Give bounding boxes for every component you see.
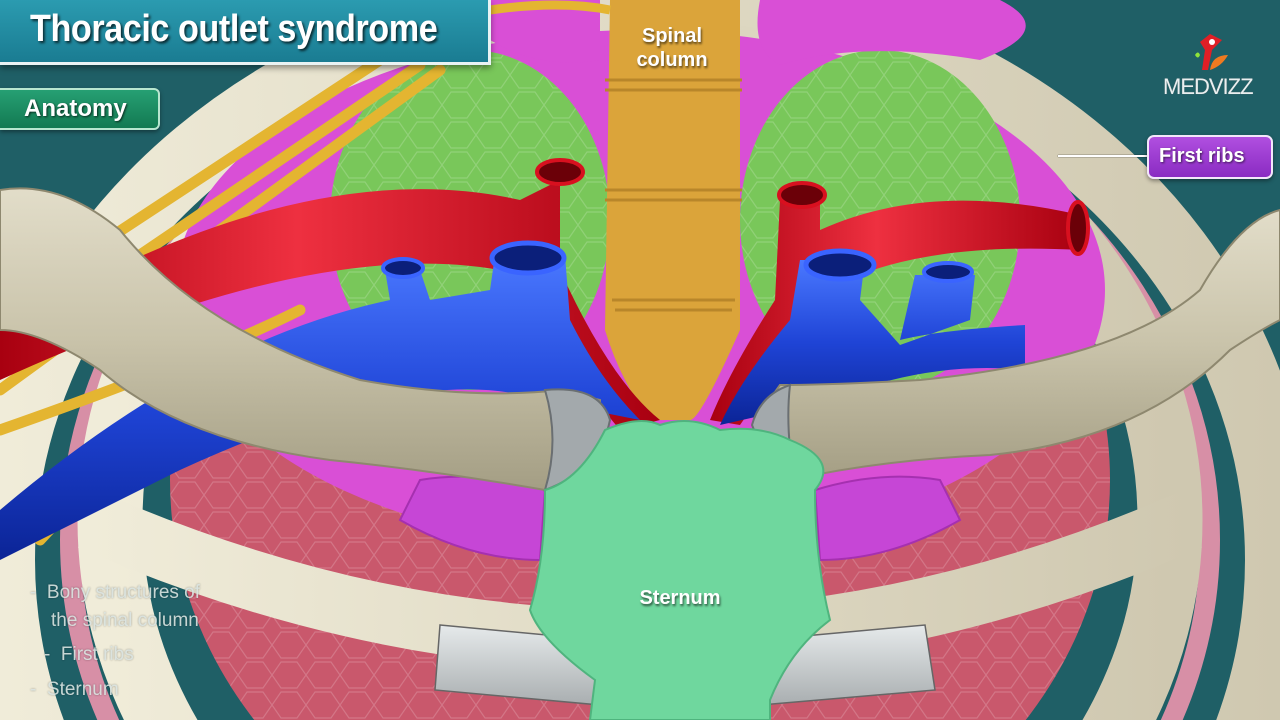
first-ribs-callout-text: First ribs: [1159, 145, 1245, 167]
page-title: Thoracic outlet syndrome: [30, 8, 438, 50]
artery-opening-left: [535, 158, 585, 186]
title-banner: Thoracic outlet syndrome: [0, 0, 491, 65]
callout-leader-line: [1058, 155, 1148, 157]
subclavian-artery-left: [0, 180, 660, 430]
spinal-column-shape: [605, 0, 740, 420]
bullet-item: - First ribs: [44, 644, 134, 665]
first-rib-front-right: [813, 475, 962, 562]
first-ribs-callout: First ribs: [1147, 135, 1273, 179]
artery-opening-right: [777, 181, 827, 209]
bullet-item-continuation: the spinal column: [51, 610, 199, 631]
sternum-label: Sternum: [639, 587, 721, 609]
medvizz-logo-icon: [1195, 34, 1228, 70]
subclavian-vein-right: [720, 260, 1025, 425]
sternum-shape: [528, 420, 832, 720]
logo-text: MEDVIZZ: [1163, 74, 1254, 99]
subclavian-artery-right: [710, 200, 1080, 425]
section-tag: Anatomy: [0, 88, 160, 130]
spinal-column-label: Spinal column: [622, 24, 722, 72]
section-label: Anatomy: [24, 95, 127, 122]
spinal-column-label-line1: Spinal: [641, 25, 702, 47]
bullet-item: - Bony structures of: [30, 582, 201, 603]
bullet-item: - Sternum: [30, 679, 119, 700]
spinal-column-label-line2: column: [636, 49, 708, 71]
